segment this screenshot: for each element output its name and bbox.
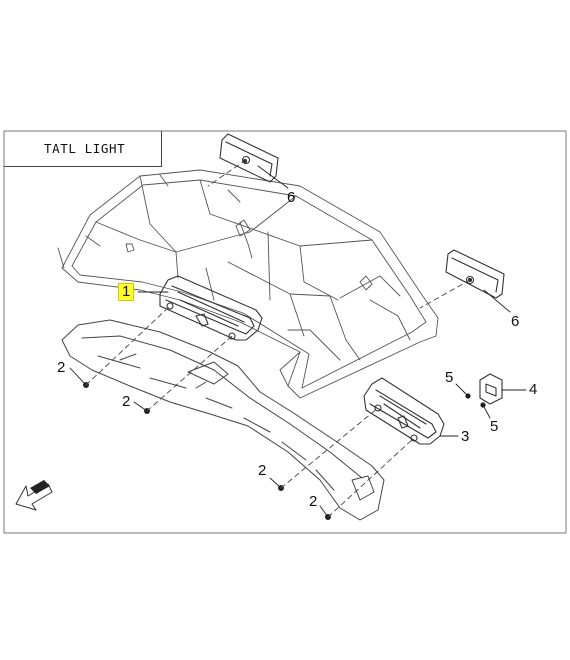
- tail-light-assy-right: [363, 377, 445, 445]
- small-bracket-part: [479, 373, 503, 405]
- reflector-lower: [445, 249, 505, 299]
- callout-2-c: 2: [258, 462, 267, 479]
- outer-frame: [3, 130, 567, 534]
- tail-light-assy-left: [159, 275, 263, 341]
- callout-4: 4: [529, 381, 538, 398]
- reflector-upper: [219, 133, 279, 183]
- front-direction-arrow-icon: [15, 480, 53, 511]
- callout-6-a: 6: [287, 189, 296, 206]
- luggage-rack: [57, 169, 439, 399]
- callout-6-b: 6: [511, 313, 520, 330]
- callout-1: 1: [118, 283, 135, 301]
- diagram-title: TATL LIGHT: [44, 141, 126, 156]
- callout-5-a: 5: [445, 369, 454, 386]
- light-bracket: [61, 319, 385, 521]
- dashed-assembly-lines: [85, 159, 471, 518]
- fasteners: [83, 159, 486, 520]
- callout-2-b: 2: [122, 393, 131, 410]
- callout-2-a: 2: [57, 359, 66, 376]
- callout-3: 3: [461, 428, 470, 445]
- leader-lines: [69, 165, 527, 518]
- callout-5-b: 5: [490, 418, 499, 435]
- callout-2-d: 2: [309, 493, 318, 510]
- title-box: [4, 131, 162, 167]
